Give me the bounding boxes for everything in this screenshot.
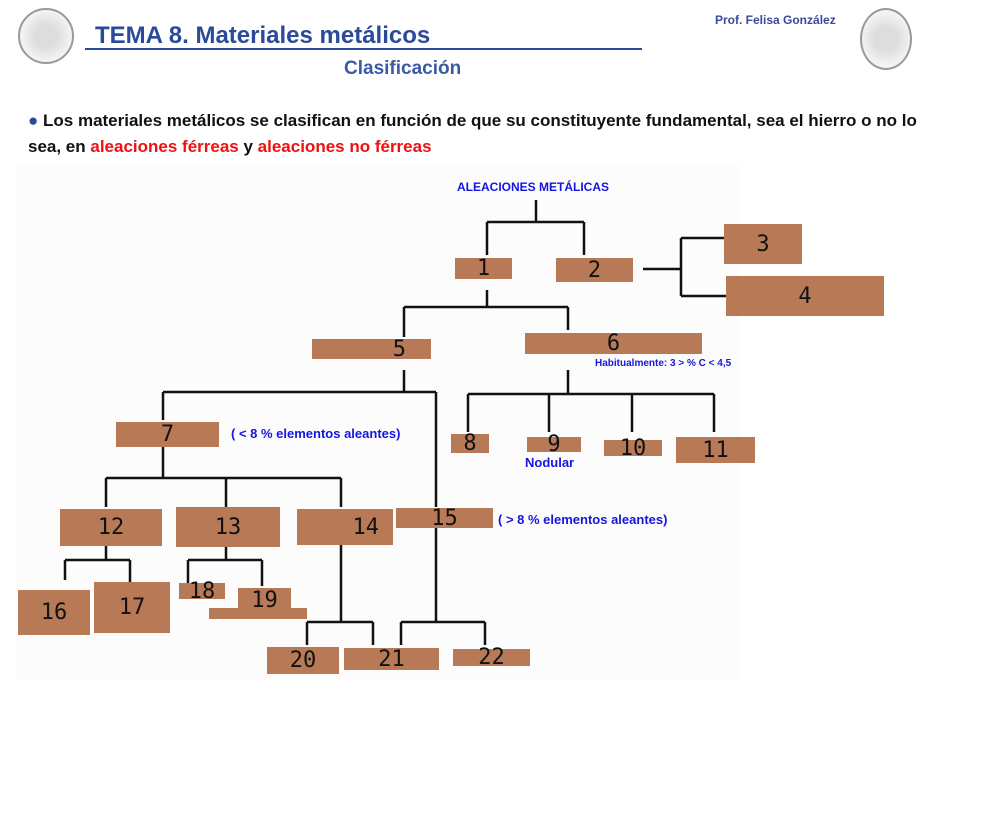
- bullet: ●: [28, 111, 39, 130]
- left-university-logo: [18, 8, 74, 64]
- box-12: 12: [60, 509, 162, 546]
- low-alloy-note: ( < 8 % elementos aleantes): [231, 426, 401, 441]
- box-17: 17: [94, 582, 170, 633]
- page-subtitle: Clasificación: [344, 58, 462, 79]
- box-11: 11: [676, 437, 755, 463]
- box-22: 22: [453, 645, 530, 670]
- box-3: 3: [724, 224, 802, 264]
- box-7: 7: [116, 422, 219, 447]
- box-20: 20: [267, 647, 339, 674]
- intro-text: Los materiales metálicos se clasifican e…: [28, 111, 917, 156]
- box-10: 10: [604, 436, 662, 461]
- intro-and: y: [238, 137, 258, 156]
- high-alloy-note: ( > 8 % elementos aleantes): [498, 512, 668, 527]
- box-1: 1: [455, 256, 512, 281]
- box-16: 16: [18, 590, 90, 635]
- box-2: 2: [556, 258, 633, 283]
- nodular-note: Nodular: [525, 455, 575, 470]
- box-9: 9: [527, 432, 581, 457]
- nonferrous-alloys: aleaciones no férreas: [257, 137, 432, 156]
- diagram-root-label: ALEACIONES METÁLICAS: [457, 180, 610, 194]
- author: Prof. Felisa González: [715, 13, 836, 27]
- box-15: 15: [396, 506, 493, 531]
- right-university-seal: [860, 8, 912, 70]
- intro-paragraph: ● Los materiales metálicos se clasifican…: [28, 108, 928, 160]
- box-19: 19: [238, 588, 291, 613]
- box-13: 13: [176, 507, 280, 547]
- box-4: 4: [726, 276, 884, 316]
- title-underline: [85, 48, 642, 50]
- box-19-strip: [209, 608, 307, 619]
- page-title: TEMA 8. Materiales metálicos: [95, 22, 431, 49]
- ferrous-alloys: aleaciones férreas: [90, 137, 239, 156]
- box-8: 8: [451, 431, 489, 456]
- box-14: 14: [297, 509, 393, 545]
- box-6: 6: [525, 331, 702, 356]
- box-5: 5: [312, 337, 431, 362]
- carbon-note: Habitualmente: 3 > % C < 4,5: [595, 358, 732, 369]
- box-21: 21: [344, 647, 439, 672]
- box-18: 18: [179, 579, 225, 604]
